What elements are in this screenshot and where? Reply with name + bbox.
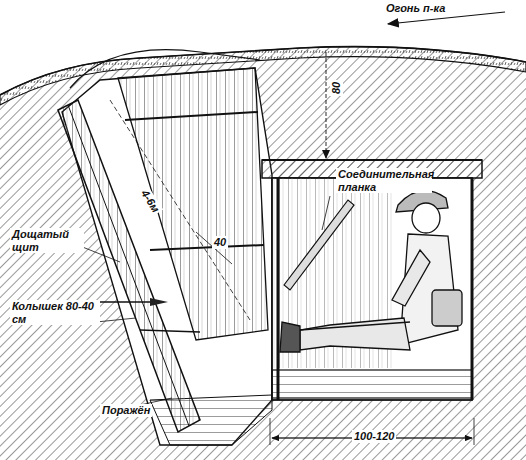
callout-label: Колышек 80-40 см	[10, 300, 100, 325]
callout-label: Дощатый щит	[10, 228, 84, 253]
soldier-figure	[280, 190, 462, 352]
callout-label: Поражён	[100, 404, 152, 417]
callout-label: 80	[330, 80, 343, 96]
callout-label: 100-120	[352, 430, 396, 443]
callout-label: Огонь п-ка	[384, 2, 447, 15]
callout-label: Соединительная планка	[336, 168, 432, 193]
callout-label: 40	[212, 236, 228, 249]
